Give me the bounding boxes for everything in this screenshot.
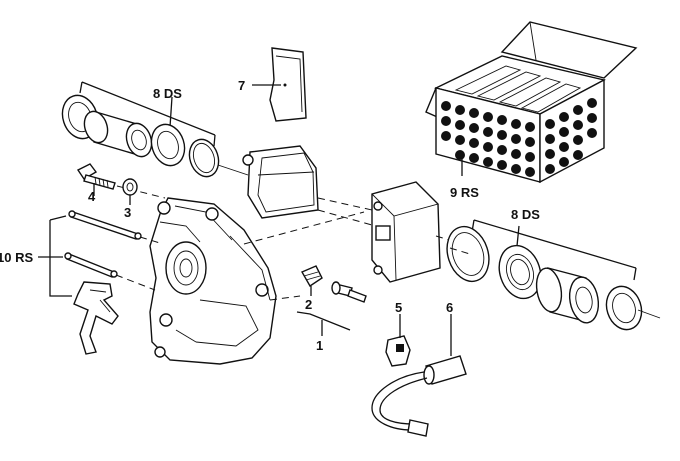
brake-pad-left [242,145,373,226]
label-part-5: 5 [395,300,402,315]
label-part-7: 7 [238,78,245,93]
part-8-top-piston-seal-group [61,81,249,178]
caliper-housing [149,197,365,365]
label-part-3: 3 [124,205,131,220]
label-part-8-right: 8 DS [511,207,540,222]
part-7-shim-plate [252,47,307,122]
label-part-1: 1 [316,338,323,353]
part-1-bracket [296,311,351,336]
part-10-guide-pins-spring [38,210,161,355]
part-4-bolt [76,163,166,199]
label-part-2: 2 [305,297,312,312]
part-3-washer [122,178,138,205]
part-5-sensor-clip [385,314,411,367]
label-part-4: 4 [88,189,96,204]
label-part-8-top: 8 DS [153,86,182,101]
part-2-bleeder-screw [301,265,367,303]
label-part-10: 10 RS [0,250,33,265]
part-9-pad-set-box [425,21,638,184]
part-6-wear-sensor [371,314,467,437]
label-part-6: 6 [446,300,453,315]
label-part-9: 9 RS [450,185,479,200]
brake-pad-right [371,181,457,283]
part-8-right-piston-seal-group [446,219,661,331]
